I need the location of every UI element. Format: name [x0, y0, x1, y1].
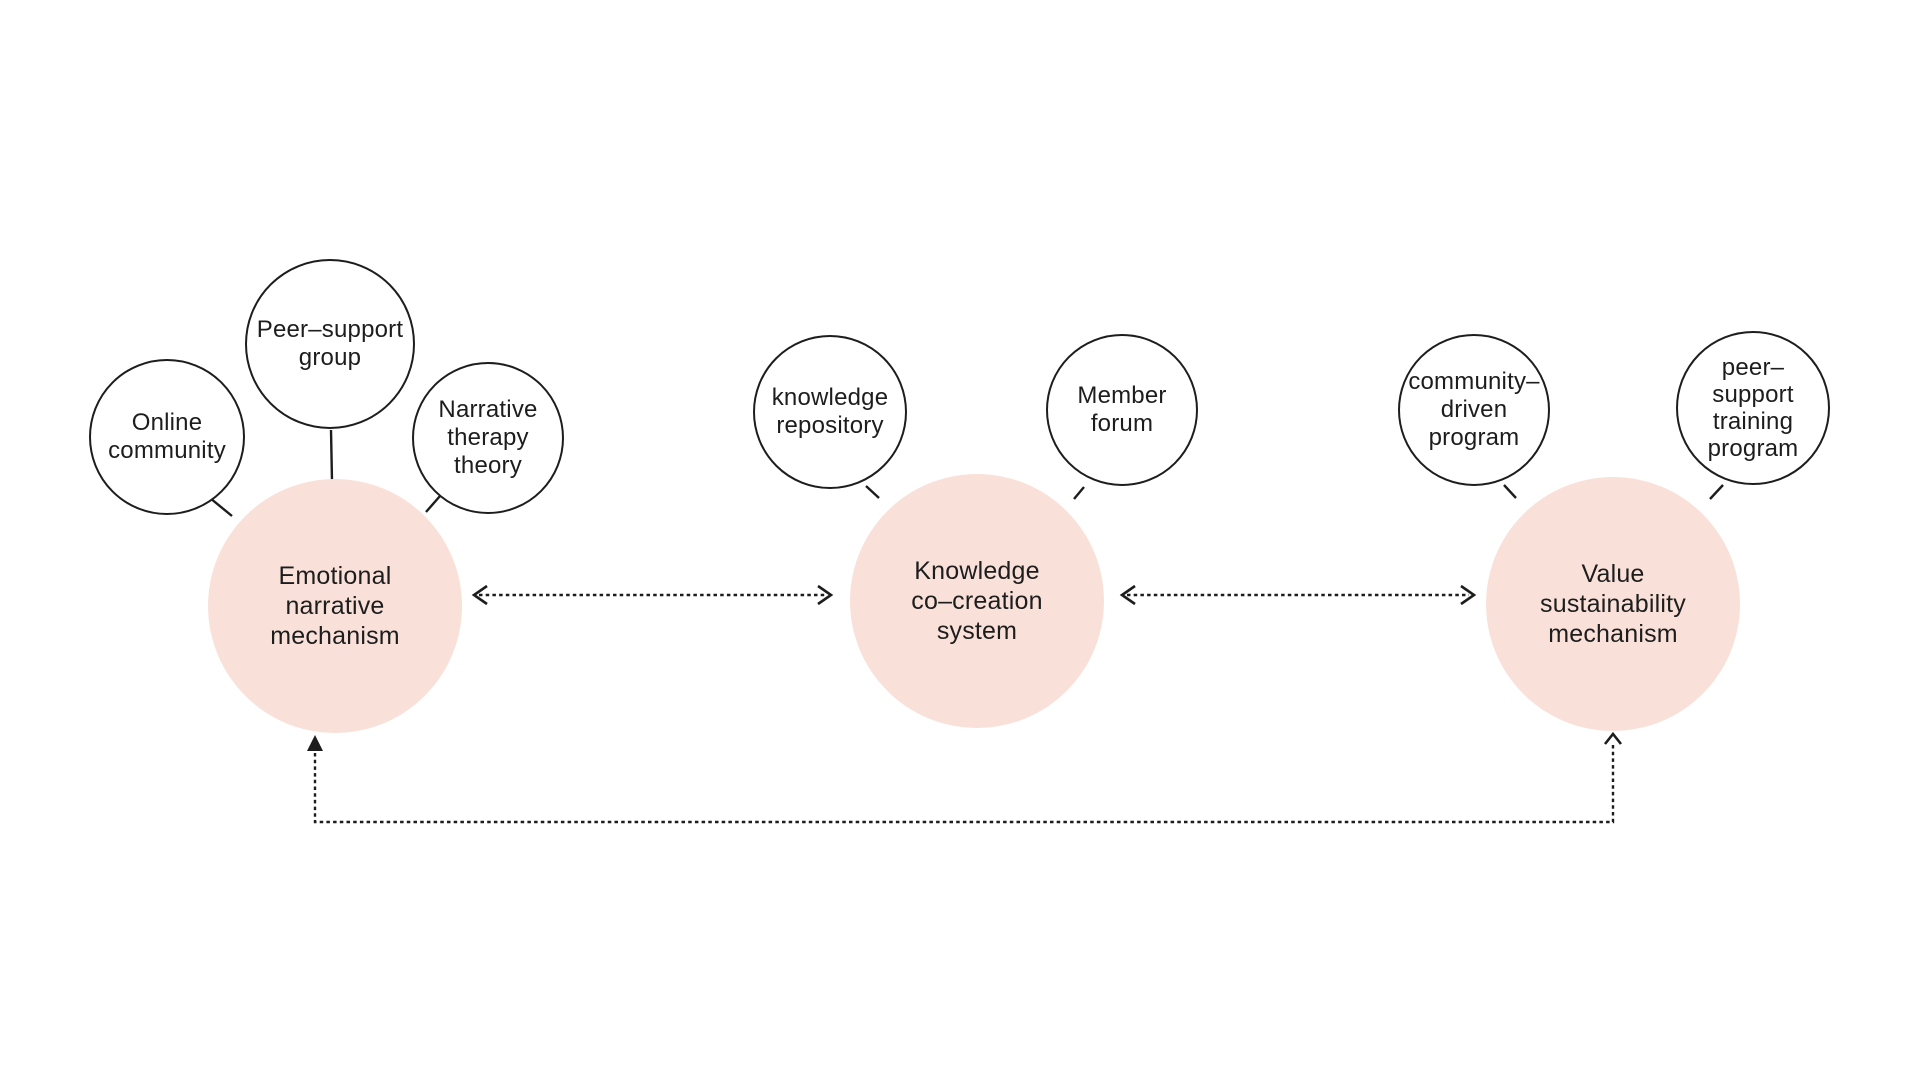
- feedback-loop-value-emotional: [307, 731, 1623, 824]
- arrow-knowledge-value: [1119, 584, 1477, 606]
- link-peer-support-group: [329, 429, 334, 482]
- node-knowledge-co-creation-system: Knowledge co–creation system: [850, 474, 1104, 728]
- node-emotional-narrative-mechanism: Emotional narrative mechanism: [208, 479, 462, 733]
- arrowhead-right-icon: [817, 584, 834, 606]
- node-label: Peer–support group: [256, 316, 404, 371]
- node-label: community– driven program: [1408, 368, 1540, 451]
- node-label: Narrative therapy theory: [438, 396, 538, 479]
- node-label: Knowledge co–creation system: [911, 557, 1043, 645]
- arrowhead-left-icon: [471, 584, 488, 606]
- node-narrative-therapy-theory: Narrative therapy theory: [412, 362, 564, 514]
- node-label: knowledge repository: [771, 384, 889, 439]
- arrowhead-up-solid-icon: [307, 735, 323, 751]
- arrow-emotional-knowledge: [471, 584, 834, 606]
- node-peer-support-training-program: peer– support training program: [1676, 331, 1830, 485]
- link-member-forum: [1073, 486, 1085, 500]
- link-online-community: [209, 497, 233, 517]
- node-knowledge-repository: knowledge repository: [753, 335, 907, 489]
- link-narrative-therapy-theory: [425, 495, 441, 513]
- node-label: Value sustainability mechanism: [1540, 560, 1686, 648]
- node-label: Online community: [108, 409, 226, 464]
- arrowhead-left-icon: [1119, 584, 1136, 606]
- node-peer-support-group: Peer–support group: [245, 259, 415, 429]
- node-label: Emotional narrative mechanism: [270, 562, 400, 650]
- node-value-sustainability-mechanism: Value sustainability mechanism: [1486, 477, 1740, 731]
- link-knowledge-repository: [865, 485, 880, 499]
- node-community-driven-program: community– driven program: [1398, 334, 1550, 486]
- link-community-driven-program: [1503, 484, 1517, 499]
- node-member-forum: Member forum: [1046, 334, 1198, 486]
- node-label: Member forum: [1077, 382, 1167, 437]
- link-peer-support-training-program: [1709, 484, 1724, 500]
- arrowhead-right-icon: [1460, 584, 1477, 606]
- node-label: peer– support training program: [1707, 354, 1799, 462]
- node-online-community: Online community: [89, 359, 245, 515]
- arrowhead-up-chevron-icon: [1603, 731, 1623, 745]
